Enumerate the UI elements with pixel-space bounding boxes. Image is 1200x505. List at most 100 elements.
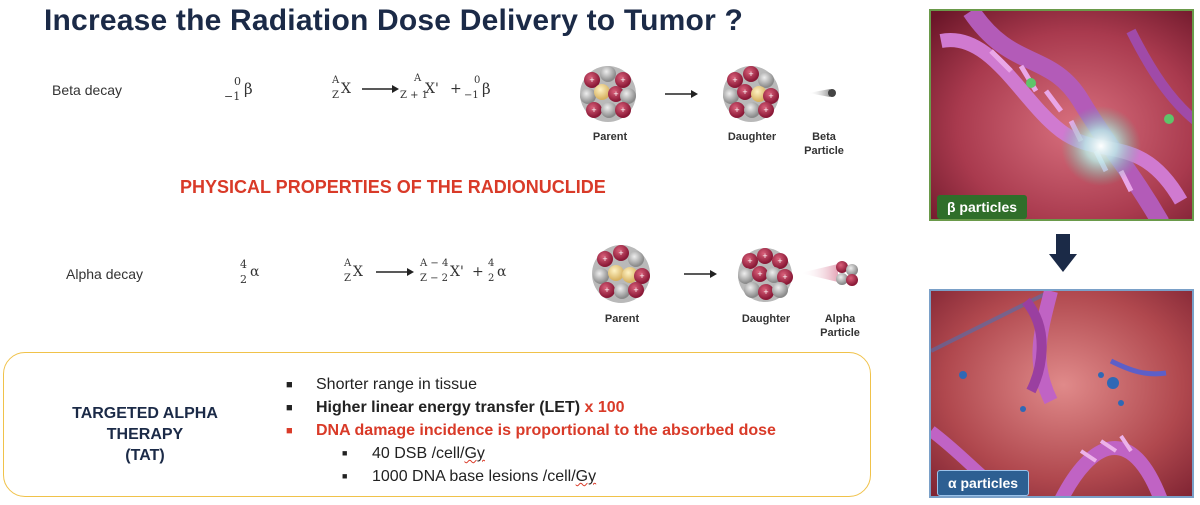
beta-emit-greek: β bbox=[482, 80, 491, 98]
svg-text:+: + bbox=[748, 69, 753, 79]
alpha-particles-label: α particles bbox=[937, 470, 1030, 496]
svg-text:+: + bbox=[604, 285, 609, 295]
svg-text:+: + bbox=[602, 254, 607, 264]
beta-symbol-charge: −1 bbox=[224, 90, 241, 103]
bullet-marker-icon: ■ bbox=[286, 425, 293, 437]
beta-reactant-element: X bbox=[341, 81, 351, 97]
svg-text:+: + bbox=[742, 87, 747, 97]
subbullet-marker-icon: ■ bbox=[342, 471, 348, 481]
svg-text:+: + bbox=[633, 285, 638, 295]
alpha-emit-charge: 2 bbox=[488, 273, 495, 284]
alpha-decay-arrow-icon bbox=[684, 270, 717, 278]
alpha-arrow-icon bbox=[376, 268, 414, 276]
bullet-3-text: DNA damage incidence is proportional to … bbox=[316, 422, 776, 439]
alpha-reactant-element: X bbox=[353, 264, 363, 280]
svg-text:+: + bbox=[757, 269, 762, 279]
subbullet-2-unit: Gy bbox=[575, 468, 597, 485]
alpha-particle-caption-line1: Alpha bbox=[824, 313, 856, 325]
dna-helix-alpha-illustration bbox=[931, 291, 1192, 496]
alpha-symbol-charge: 2 bbox=[240, 273, 247, 286]
beta-reactant-charge: Z bbox=[332, 90, 339, 101]
beta-particle-caption-line2: Particle bbox=[804, 145, 844, 157]
subbullet-1-text: 40 DSB /cell/Gy bbox=[372, 445, 485, 463]
beta-symbol-mass: 0 bbox=[234, 75, 241, 88]
beta-symbol-greek: β bbox=[244, 80, 253, 98]
alpha-particle-caption: Alpha Particle bbox=[812, 312, 868, 340]
svg-text:+: + bbox=[589, 75, 594, 85]
alpha-product-element: X' bbox=[450, 264, 464, 280]
beta-daughter-caption: Daughter bbox=[727, 131, 777, 143]
tat-title-line3: (TAT) bbox=[125, 447, 165, 464]
svg-text:+: + bbox=[763, 105, 768, 115]
svg-text:+: + bbox=[734, 105, 739, 115]
beta-particle-caption: Beta Particle bbox=[796, 130, 852, 158]
subbullet-2-text: 1000 DNA base lesions /cell/Gy bbox=[372, 468, 596, 486]
beta-decay-label: Beta decay bbox=[52, 82, 123, 98]
tat-title-line1: TARGETED ALPHA bbox=[72, 405, 218, 422]
beta-reactant-mass: A bbox=[332, 75, 340, 86]
alpha-emit-mass: 4 bbox=[488, 258, 495, 269]
beta-particles-image: β particles bbox=[929, 9, 1194, 221]
beta-product-mass: A bbox=[414, 73, 422, 84]
svg-text:+: + bbox=[618, 248, 623, 258]
svg-text:+: + bbox=[591, 105, 596, 115]
svg-text:+: + bbox=[763, 287, 768, 297]
alpha-product-charge: Z − 2 bbox=[420, 273, 449, 284]
beta-particles-label: β particles bbox=[937, 195, 1028, 219]
physical-properties-heading: PHYSICAL PROPERTIES OF THE RADIONUCLIDE bbox=[180, 177, 606, 197]
beta-product-charge: Z + 1 bbox=[400, 90, 429, 101]
bullet-marker-icon: ■ bbox=[286, 379, 293, 391]
alpha-parent-caption: Parent bbox=[604, 313, 640, 325]
svg-text:+: + bbox=[639, 271, 644, 281]
parent-nucleus-icon: +++++ bbox=[580, 66, 636, 122]
subbullet-marker-icon: ■ bbox=[342, 448, 348, 458]
beta-equation: A Z X A Z + 1 X' + 0 −1 β bbox=[330, 73, 510, 109]
beta-particle-caption-line1: Beta bbox=[812, 131, 836, 143]
bullet-2-multiplier: x 100 bbox=[584, 399, 625, 416]
beta-emit-charge: −1 bbox=[464, 90, 479, 101]
subbullet-1-unit: Gy bbox=[464, 445, 485, 462]
tat-title: TARGETED ALPHA THERAPY (TAT) bbox=[40, 403, 250, 466]
beta-arrow-icon bbox=[362, 85, 399, 93]
alpha-particle-icon bbox=[800, 261, 858, 286]
svg-text:+: + bbox=[732, 75, 737, 85]
bullet-1-text: Shorter range in tissue bbox=[316, 376, 477, 393]
alpha-symbol: 4 2 α bbox=[238, 258, 278, 292]
svg-text:+: + bbox=[777, 256, 782, 266]
beta-symbol: 0 −1 β bbox=[222, 75, 262, 109]
tat-bullet-list: ■ Shorter range in tissue ■ Higher linea… bbox=[286, 376, 866, 496]
alpha-reactant-charge: Z bbox=[344, 273, 351, 284]
bullet-marker-icon: ■ bbox=[286, 402, 293, 414]
tat-title-line2: THERAPY bbox=[106, 426, 184, 443]
daughter-nucleus-icon: ++++++ bbox=[723, 66, 779, 122]
alpha-daughter-caption: Daughter bbox=[741, 313, 791, 325]
subbullet-2-value: 1000 DNA base lesions /cell/ bbox=[372, 468, 576, 485]
subbullet-1-value: 40 DSB /cell/ bbox=[372, 445, 465, 462]
alpha-symbol-greek: α bbox=[250, 264, 260, 280]
bullet-2-main: Higher linear energy transfer (LET) bbox=[316, 399, 581, 416]
beta-particle-icon bbox=[808, 89, 836, 97]
page-title: Increase the Radiation Dose Delivery to … bbox=[44, 4, 744, 37]
alpha-emit-greek: α bbox=[497, 264, 507, 280]
alpha-particles-image: α particles bbox=[929, 289, 1194, 498]
alpha-parent-nucleus-icon: +++++ bbox=[592, 245, 650, 303]
svg-text:+: + bbox=[747, 256, 752, 266]
bullet-2-text: Higher linear energy transfer (LET) x 10… bbox=[316, 399, 625, 417]
decay-arrow-icon bbox=[665, 90, 698, 98]
alpha-reactant-mass: A bbox=[344, 258, 352, 269]
alpha-product-mass: A − 4 bbox=[420, 258, 449, 269]
beta-emit-mass: 0 bbox=[474, 75, 481, 86]
down-arrow-icon bbox=[1049, 234, 1077, 272]
beta-parent-caption: Parent bbox=[592, 131, 628, 143]
alpha-equation: A Z X A − 4 Z − 2 X' + 4 2 α bbox=[342, 258, 522, 292]
alpha-daughter-nucleus-icon: ++++++ bbox=[738, 248, 793, 302]
alpha-decay-label: Alpha decay bbox=[66, 266, 144, 282]
svg-text:+: + bbox=[782, 272, 787, 282]
svg-text:+: + bbox=[613, 89, 618, 99]
alpha-particle-caption-line2: Particle bbox=[820, 327, 860, 339]
dna-helix-beta-illustration bbox=[931, 11, 1192, 219]
beta-plus: + bbox=[450, 81, 462, 97]
alpha-plus: + bbox=[472, 264, 484, 280]
svg-text:+: + bbox=[762, 251, 767, 261]
beta-product-element: X' bbox=[425, 81, 439, 97]
